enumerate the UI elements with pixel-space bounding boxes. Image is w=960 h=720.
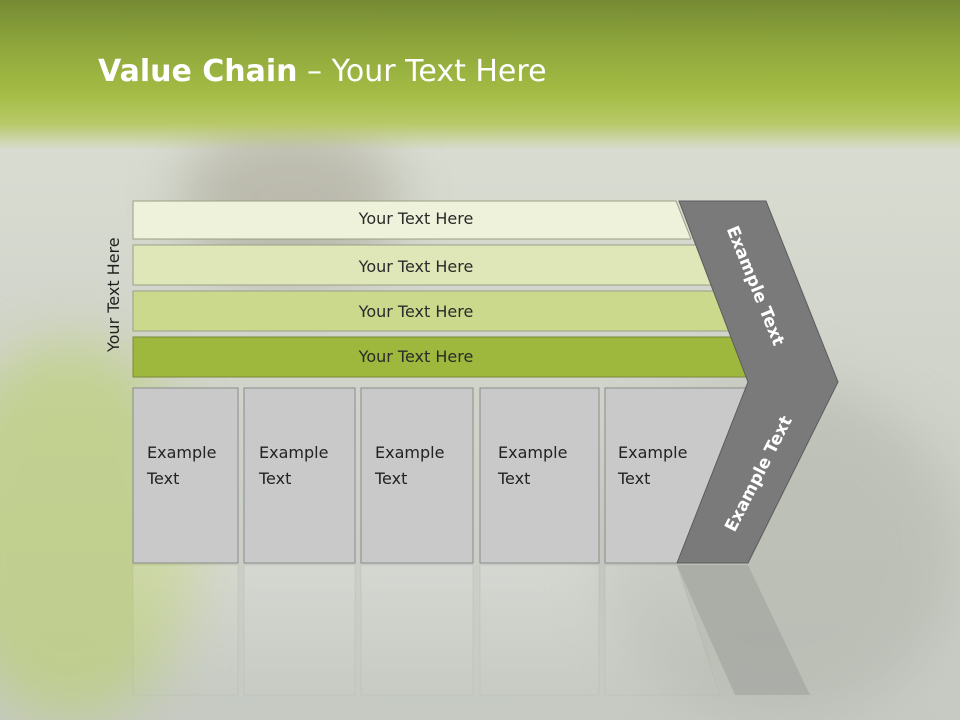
primary-box-line2: Text [146, 469, 179, 488]
support-row-label: Your Text Here [358, 257, 474, 276]
support-row: Your Text Here [132, 244, 715, 286]
primary-box: Example Text [243, 387, 356, 564]
primary-box-rect [132, 387, 239, 564]
primary-box-rect [479, 387, 600, 564]
reflection-box [360, 564, 474, 696]
primary-box-line1: Example [618, 443, 687, 462]
primary-box: Example Text [132, 387, 239, 564]
slide-title: Value Chain – Your Text Here [98, 54, 547, 89]
margin-chevron [676, 200, 839, 564]
primary-box-rect [360, 387, 474, 564]
primary-box: Example Text [479, 387, 600, 564]
primary-box-line2: Text [374, 469, 407, 488]
reflection-box [132, 564, 239, 696]
reflection-box [604, 564, 721, 696]
primary-box-line1: Example [259, 443, 328, 462]
reflection-box [243, 564, 356, 696]
title-rest: – Your Text Here [297, 54, 547, 89]
primary-box-line2: Text [617, 469, 650, 488]
primary-box-line1: Example [147, 443, 216, 462]
header-band [0, 0, 960, 150]
diagram-reflection [132, 564, 810, 696]
reflection-box [479, 564, 600, 696]
reflection-chevron [677, 565, 810, 695]
support-row-label: Your Text Here [358, 302, 474, 321]
primary-box-line2: Text [258, 469, 291, 488]
support-row: Your Text Here [132, 200, 692, 240]
support-row-bar [132, 200, 692, 240]
primary-box-line1: Example [375, 443, 444, 462]
primary-box-line2: Text [497, 469, 530, 488]
support-row-label: Your Text Here [358, 347, 474, 366]
support-row-label: Your Text Here [358, 209, 474, 228]
title-bold: Value Chain [98, 54, 298, 89]
primary-box-rect [243, 387, 356, 564]
support-row: Your Text Here [132, 290, 739, 332]
primary-box: Example Text [360, 387, 474, 564]
support-row: Your Text Here [132, 336, 763, 378]
primary-box-line1: Example [498, 443, 567, 462]
